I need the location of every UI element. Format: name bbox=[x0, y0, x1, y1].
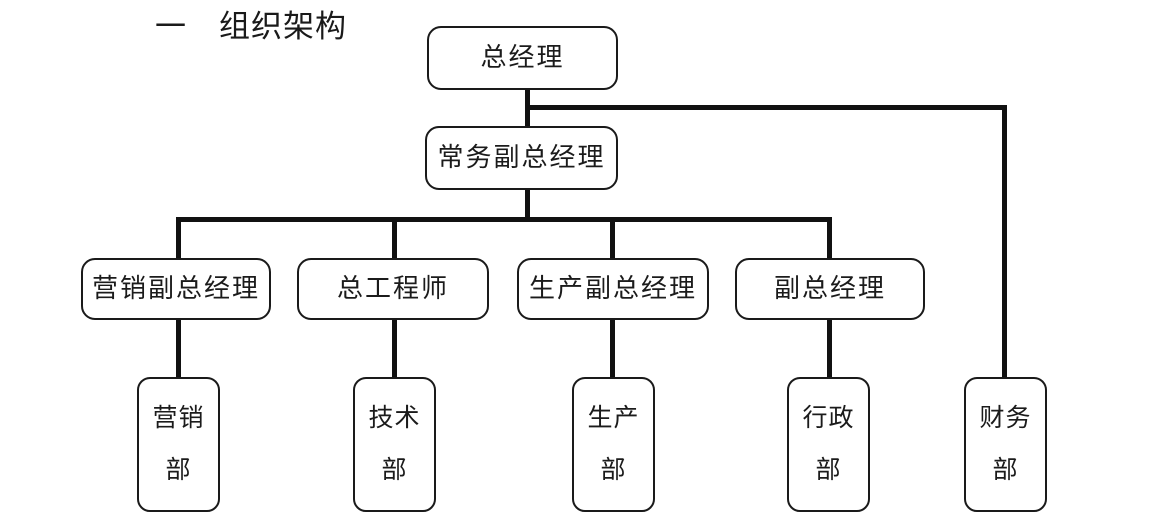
connector-dept-stem-1 bbox=[176, 318, 181, 380]
org-node-gm[interactable]: 总经理 bbox=[427, 26, 618, 90]
org-node-prod_dept[interactable]: 生产 部 bbox=[572, 377, 655, 512]
connector-bus-bar bbox=[176, 217, 832, 222]
connector-exec-stem bbox=[525, 188, 530, 221]
org-node-label: 常务副总经理 bbox=[437, 143, 606, 173]
org-node-label: 生产 部 bbox=[587, 405, 640, 484]
org-node-chief_eng[interactable]: 总工程师 bbox=[297, 258, 489, 320]
org-node-dgm[interactable]: 副总经理 bbox=[735, 258, 925, 320]
org-node-tech_dept[interactable]: 技术 部 bbox=[353, 377, 436, 512]
org-node-label: 财务 部 bbox=[979, 405, 1032, 484]
connector-drop-line-1 bbox=[176, 217, 181, 261]
connector-drop-line-4 bbox=[827, 217, 832, 261]
org-node-mkt_dept[interactable]: 营销 部 bbox=[137, 377, 220, 512]
connector-drop-line-2 bbox=[392, 217, 397, 261]
page-title: 一 组织架构 bbox=[155, 9, 347, 44]
org-node-label: 营销副总经理 bbox=[91, 274, 260, 304]
org-node-mkt_vp[interactable]: 营销副总经理 bbox=[81, 258, 271, 320]
org-node-label: 营销 部 bbox=[152, 405, 205, 484]
org-node-label: 技术 部 bbox=[368, 405, 421, 484]
connector-dept-stem-3 bbox=[610, 318, 615, 380]
connector-dept-stem-2 bbox=[392, 318, 397, 380]
connector-gm-to-finance-horizontal bbox=[525, 105, 1006, 110]
org-node-label: 副总经理 bbox=[773, 274, 886, 304]
connector-dept-stem-4 bbox=[827, 318, 832, 380]
org-node-admin_dept[interactable]: 行政 部 bbox=[787, 377, 870, 512]
org-node-exec_dgm[interactable]: 常务副总经理 bbox=[425, 126, 618, 190]
org-node-label: 总经理 bbox=[480, 43, 565, 73]
org-node-finance_dept[interactable]: 财务 部 bbox=[964, 377, 1047, 512]
org-node-label: 总工程师 bbox=[336, 274, 449, 304]
connector-drop-line-3 bbox=[610, 217, 615, 261]
connector-gm-to-finance-vertical bbox=[1002, 105, 1007, 380]
org-node-label: 行政 部 bbox=[802, 405, 855, 484]
org-node-label: 生产副总经理 bbox=[528, 274, 697, 304]
org-node-prod_vp[interactable]: 生产副总经理 bbox=[517, 258, 709, 320]
